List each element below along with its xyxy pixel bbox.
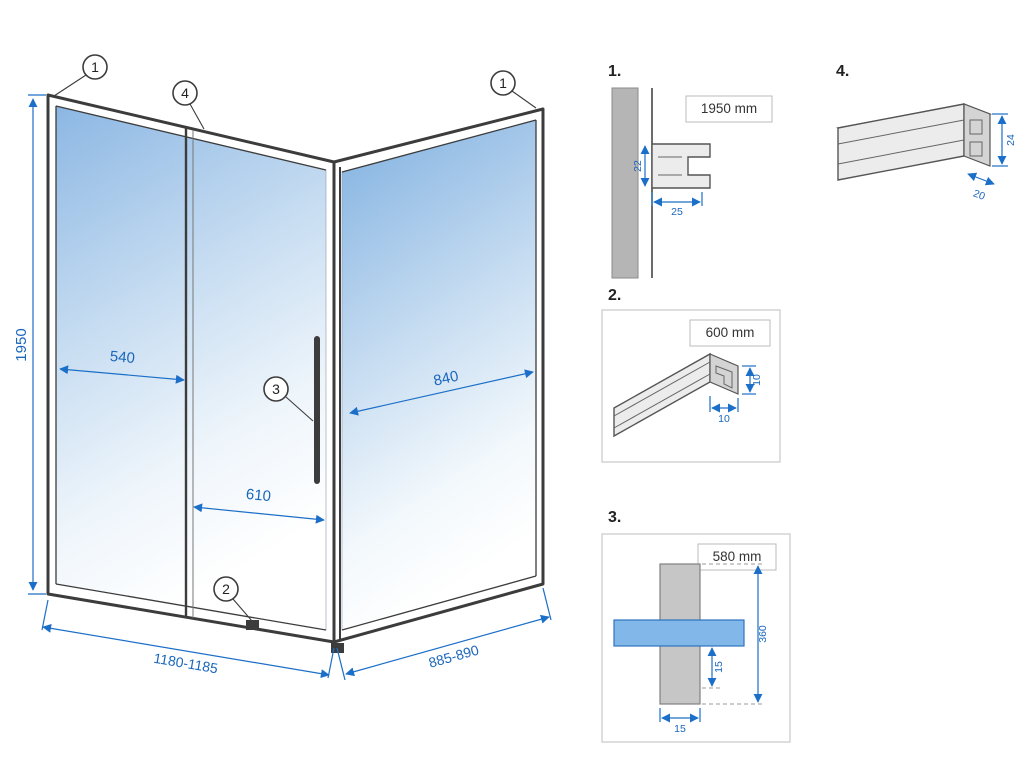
detail-3-size-box [697, 543, 777, 571]
callout-handle-number: 3 [272, 381, 280, 397]
detail-2-size-box [689, 319, 771, 347]
callout-top-right-number: 1 [499, 75, 507, 91]
dim-door: 610 [193, 486, 325, 524]
roller-left [246, 620, 259, 630]
callout-roller: 2 [213, 576, 253, 622]
callout-top-right: 1 [490, 70, 537, 109]
detail-4-label: 4. [836, 63, 849, 80]
detail-3-dim-side-label: 15 [713, 661, 725, 673]
detail-4-dim-height: 24 [992, 113, 1017, 167]
detail-3-dim-bottom-label: 15 [674, 723, 686, 735]
detail-3-dim-total: 360 [753, 565, 769, 703]
detail-2-frame [601, 309, 781, 463]
detail-3-dim-bottom: 15 [659, 708, 701, 735]
rail-end-face [963, 103, 991, 167]
detail-2-label: 2. [608, 287, 621, 304]
detail-4-dim-depth: 20 [967, 172, 995, 203]
dim-fixed-panel-label: 540 [109, 348, 135, 367]
dim-door-label: 610 [245, 486, 272, 505]
detail-1-dim-width: 25 [651, 192, 703, 218]
detail-2: 2. 600 mm 10 10 [601, 287, 781, 463]
callout-top-center-number: 4 [181, 85, 189, 101]
channel-front-face [613, 352, 711, 438]
callout-handle: 3 [263, 376, 314, 422]
detail-2-dim-width-label: 10 [718, 413, 730, 425]
detail-2-dim-width: 10 [709, 396, 739, 425]
dim-fixed-panel: 540 [59, 348, 185, 384]
detail-2-dim-height: 10 [742, 365, 763, 395]
front-bottom-rail-inner [55, 583, 327, 631]
horizontal-seal-bar [613, 619, 745, 647]
side-top-rail-inner [341, 119, 537, 173]
detail-4-dim-height-label: 24 [1005, 134, 1017, 146]
detail-1-dim-width-label: 25 [671, 206, 683, 218]
front-top-rail-inner [55, 105, 327, 171]
dim-height: 1950 [13, 94, 46, 595]
detail-4: 4. 24 20 [835, 63, 1017, 203]
front-glass-panel [55, 105, 327, 631]
rail-front-face [837, 103, 965, 181]
detail-1: 1. 1950 mm 22 25 [608, 63, 773, 279]
detail-1-dim-height: 22 [632, 145, 650, 187]
detail-3-dim-side: 15 [707, 647, 725, 687]
dim-side-panel: 840 [349, 368, 534, 416]
wall-section [611, 87, 639, 279]
detail-2-size-label: 600 mm [706, 325, 755, 340]
dim-height-label: 1950 [13, 328, 30, 361]
channel-end-face [709, 353, 739, 395]
detail-3: 3. 580 mm 360 15 15 [601, 509, 791, 743]
dim-front-total-label: 1180-1185 [153, 650, 220, 677]
wall-profile-section [651, 143, 711, 189]
detail-3-size-label: 580 mm [713, 549, 762, 564]
detail-3-label: 3. [608, 509, 621, 526]
dim-side-total-label: 885-890 [427, 642, 481, 671]
detail-1-size-box [685, 95, 773, 123]
side-panel-frame [332, 107, 545, 644]
callout-top-left-number: 1 [91, 59, 99, 75]
detail-2-dim-height-label: 10 [751, 374, 763, 386]
callout-roller-number: 2 [222, 581, 230, 597]
door-handle [314, 336, 320, 484]
callout-top-left: 1 [53, 54, 108, 97]
detail-3-frame [601, 533, 791, 743]
dim-side-panel-label: 840 [432, 368, 460, 390]
main-drawing: 1950 540 840 610 1180-1185 [13, 54, 552, 681]
detail-1-dim-height-label: 22 [632, 160, 644, 172]
detail-3-dim-total-label: 360 [757, 625, 769, 643]
detail-1-size-label: 1950 mm [701, 101, 757, 116]
callout-top-center: 4 [172, 80, 205, 130]
detail-4-dim-depth-label: 20 [971, 188, 986, 203]
detail-1-label: 1. [608, 63, 621, 80]
